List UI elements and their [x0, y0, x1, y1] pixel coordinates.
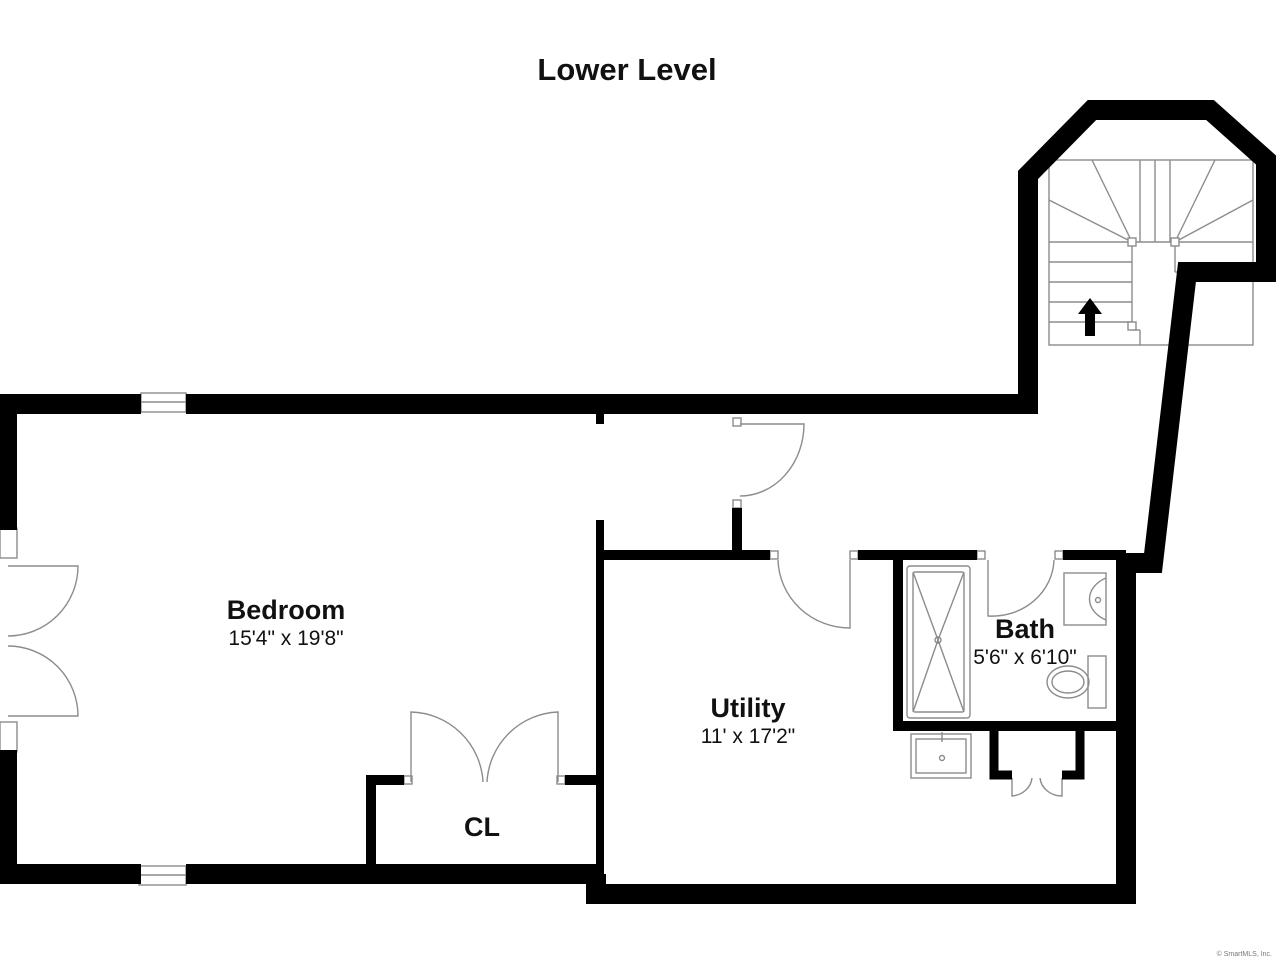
walls — [0, 100, 1276, 904]
closet-label: CL — [464, 812, 500, 842]
floor-title: Lower Level — [537, 52, 717, 87]
copyright-notice: © SmartMLS, Inc. — [1216, 951, 1272, 958]
up-arrow-icon — [1078, 298, 1102, 336]
bath-label: Bath — [995, 614, 1055, 644]
fixtures — [906, 565, 1107, 779]
staircase — [1048, 159, 1254, 346]
utility-label: Utility — [710, 693, 786, 723]
windows — [0, 392, 187, 886]
bedroom-dimensions: 15'4" x 19'8" — [228, 627, 344, 650]
utility-dimensions: 11' x 17'2" — [700, 725, 796, 748]
doors — [7, 417, 1064, 797]
bedroom-label: Bedroom — [226, 595, 346, 625]
bath-dimensions: 5'6" x 6'10" — [973, 646, 1077, 669]
